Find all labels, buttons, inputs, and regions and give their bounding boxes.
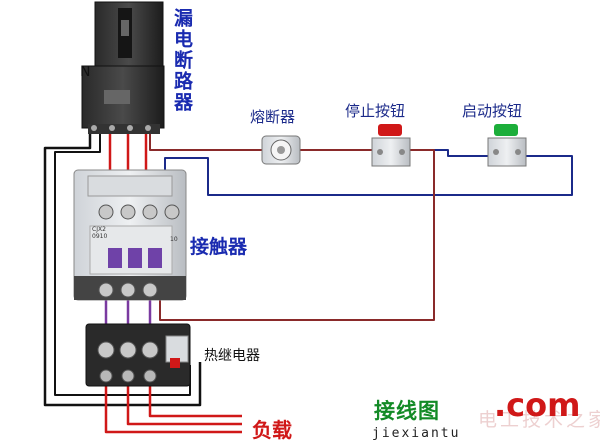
neutral-wire-outer [43, 134, 202, 407]
thermal-relay-label: 热继电器 [204, 348, 260, 364]
load-wire-2 [126, 386, 242, 426]
start-button-label: 启动按钮 [462, 102, 523, 120]
logo-pinyin: jiexiantu [372, 426, 461, 441]
start-button [487, 124, 527, 167]
contactor-model-text: CJX2 0910 [92, 226, 108, 240]
leakage-breaker [81, 1, 165, 134]
contactor-label: 接触器 [190, 236, 248, 258]
breaker-label: 漏电断路器 [171, 8, 193, 113]
watermark-text: 电工技术之家 [478, 409, 600, 431]
thermal-relay [85, 323, 191, 387]
contactor [73, 169, 187, 301]
neutral-label: N [80, 64, 91, 80]
fuse-label: 熔断器 [250, 108, 296, 126]
neutral-wire-inner [54, 134, 191, 396]
load-label: 负载 [252, 418, 292, 442]
logo-suffix: .com [494, 386, 581, 424]
stop-button-label: 停止按钮 [345, 102, 406, 120]
logo-name: 接线图 [374, 399, 440, 423]
fuse-holder [261, 135, 301, 165]
fuse-feed-wire [149, 134, 262, 151]
load-wire-3 [148, 386, 242, 418]
hold-wire [159, 149, 435, 321]
start-return-wire [164, 155, 573, 196]
load-wire-1 [104, 386, 242, 434]
contactor-number-text: 10 [170, 236, 178, 243]
stop-button [371, 124, 411, 167]
